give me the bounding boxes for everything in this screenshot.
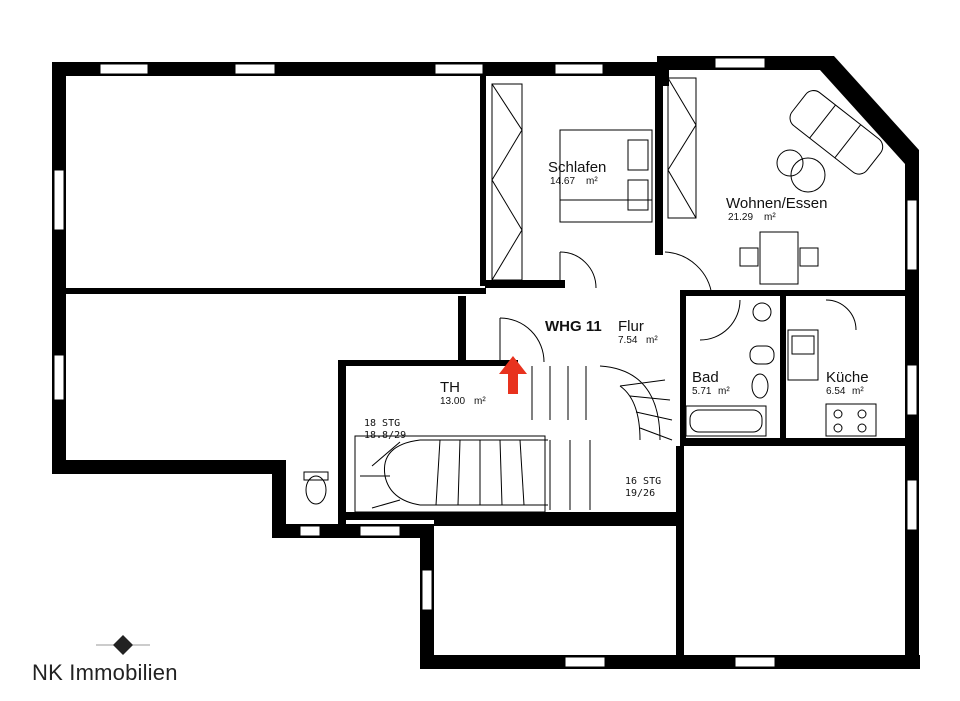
room-unit-bad: m² bbox=[718, 386, 730, 397]
furniture bbox=[148, 77, 884, 513]
room-name-bad: Bad bbox=[692, 369, 719, 386]
unit-label: WHG 11 bbox=[545, 318, 602, 335]
room-area-bad: 5.71 bbox=[692, 386, 712, 397]
stair-left-ratio: 18.8/29 bbox=[364, 430, 406, 441]
room-name-th: TH bbox=[440, 379, 460, 396]
company-name: NK Immobilien bbox=[32, 660, 178, 685]
logo-icon bbox=[96, 635, 150, 655]
room-unit-th: m² bbox=[474, 396, 486, 407]
stair-left-steps: 18 STG bbox=[364, 418, 400, 429]
room-unit-kueche: m² bbox=[852, 386, 864, 397]
room-area-th: 13.00 bbox=[440, 396, 465, 407]
room-name-schlafen: Schlafen bbox=[548, 159, 606, 176]
room-area-wohnen: 21.29 bbox=[728, 212, 753, 223]
stair-right-ratio: 19/26 bbox=[625, 488, 655, 499]
interior-walls bbox=[66, 70, 905, 656]
entrance-arrow bbox=[499, 356, 527, 394]
room-labels: Schlafen 14.67 m² Wohnen/Essen 21.29 m² … bbox=[364, 159, 869, 499]
room-name-wohnen: Wohnen/Essen bbox=[726, 195, 827, 212]
room-unit-wohnen: m² bbox=[764, 212, 776, 223]
room-unit-schlafen: m² bbox=[586, 176, 598, 187]
room-name-kueche: Küche bbox=[826, 369, 869, 386]
room-area-kueche: 6.54 bbox=[826, 386, 846, 397]
room-unit-flur: m² bbox=[646, 335, 658, 346]
room-area-schlafen: 14.67 bbox=[550, 176, 575, 187]
stair-right-steps: 16 STG bbox=[625, 476, 661, 487]
room-area-flur: 7.54 bbox=[618, 335, 638, 346]
room-name-flur: Flur bbox=[618, 318, 644, 335]
windows bbox=[53, 57, 918, 668]
